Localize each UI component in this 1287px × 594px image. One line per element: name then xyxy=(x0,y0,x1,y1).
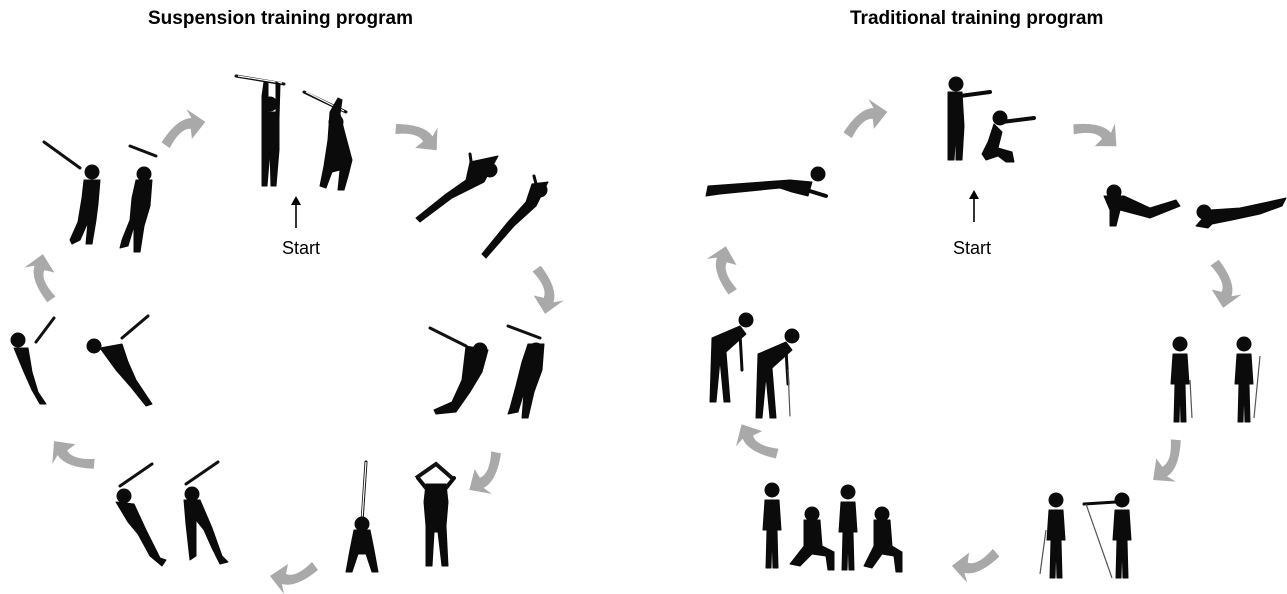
station-low-row xyxy=(10,314,153,407)
station-pull xyxy=(42,140,158,253)
station-fly xyxy=(428,324,545,419)
start-label-suspension: Start xyxy=(282,238,321,258)
station-overhead xyxy=(345,460,456,573)
flow-arrows-right xyxy=(704,94,1243,584)
station-band-press xyxy=(1170,336,1261,423)
station-lunge xyxy=(762,482,903,573)
traditional-program-title: Traditional training program xyxy=(850,8,1104,29)
start-label-traditional: Start xyxy=(953,238,992,258)
station-squat-row xyxy=(234,74,353,191)
station-push xyxy=(415,152,549,259)
station-bent-row xyxy=(709,312,800,419)
station-row xyxy=(115,460,229,567)
traditional-circuit xyxy=(704,76,1287,584)
suspension-program-title: Suspension training program xyxy=(148,8,413,29)
station-bodyweight-squat xyxy=(947,76,1036,163)
start-arrow-right xyxy=(968,189,980,223)
suspension-circuit xyxy=(10,74,565,594)
start-arrow-left xyxy=(290,195,302,229)
station-pushup xyxy=(1103,184,1287,229)
station-lateral-raise xyxy=(1039,492,1132,579)
station-plank xyxy=(705,166,828,198)
